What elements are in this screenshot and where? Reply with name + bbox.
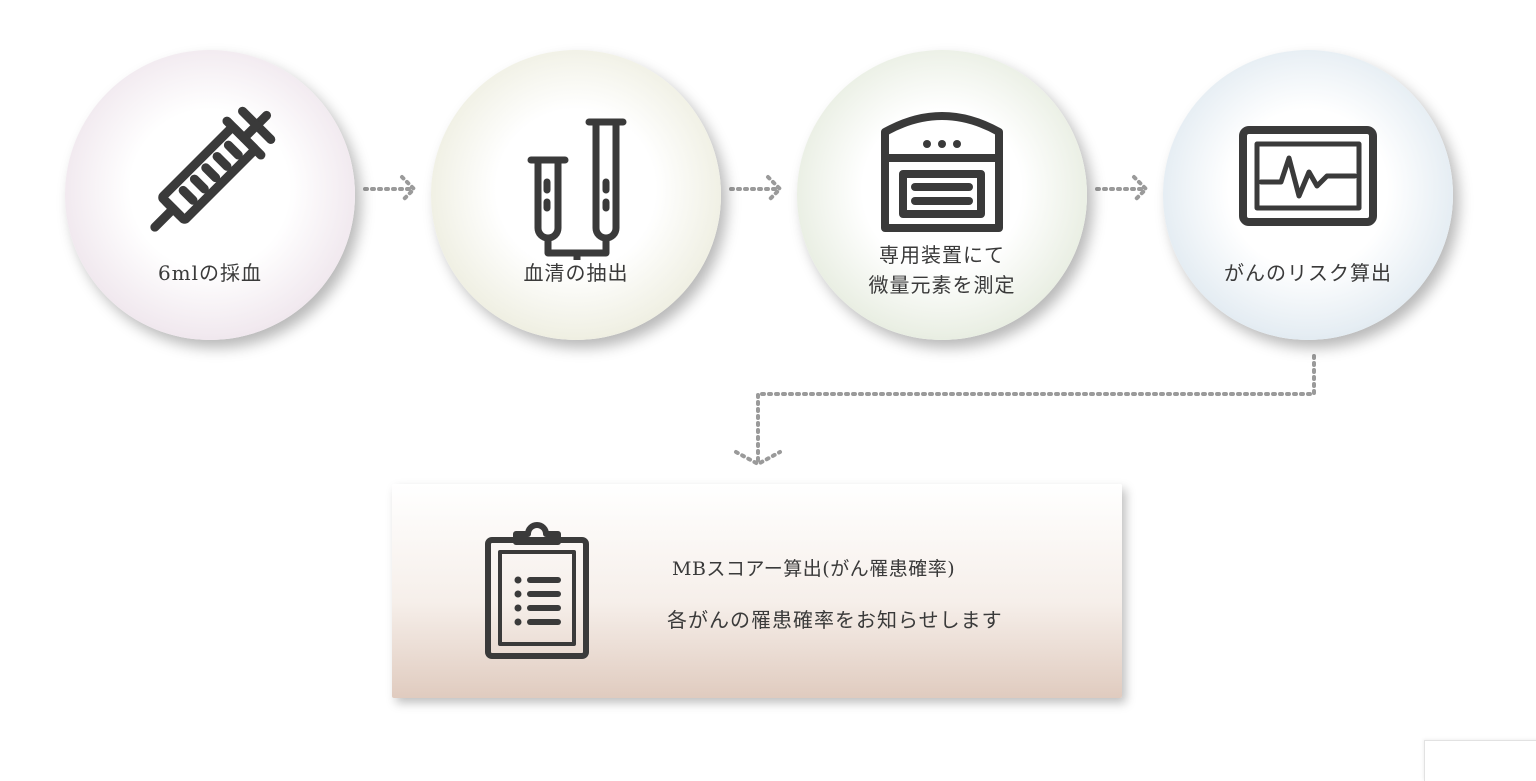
- result-title: MBスコアー算出(がん罹患確率): [672, 558, 956, 580]
- arrow-step2-to-step3: [729, 175, 783, 203]
- step-trace-element-measurement: 専用装置にて 微量元素を測定: [797, 50, 1087, 340]
- arrow-step3-to-step4: [1095, 175, 1149, 203]
- step-label: 血清の抽出: [523, 261, 629, 285]
- result-panel: MBスコアー算出(がん罹患確率) 各がんの罹患確率をお知らせします: [392, 484, 1122, 698]
- step-label: 6mlの採血: [157, 261, 263, 285]
- step-label-line1: 専用装置にて: [879, 243, 1005, 267]
- step-label-line2: 微量元素を測定: [868, 273, 1016, 297]
- step-cancer-risk-calculation: がんのリスク算出: [1163, 50, 1453, 340]
- arrow-step1-to-step2: [363, 175, 417, 203]
- flow-connectors: [363, 175, 1316, 467]
- test-tubes-icon: [527, 118, 627, 260]
- analyzer-device-icon: [881, 112, 1003, 232]
- arrow-step4-to-result: [734, 354, 1316, 467]
- step-serum-extraction: 血清の抽出: [431, 50, 721, 340]
- heart-monitor-icon: [1239, 126, 1377, 226]
- clipboard-icon: [485, 522, 589, 659]
- syringe-icon: [150, 106, 276, 232]
- corner-frame: [1424, 740, 1536, 781]
- result-description: 各がんの罹患確率をお知らせします: [667, 608, 1003, 632]
- step-label: がんのリスク算出: [1224, 261, 1392, 285]
- step-blood-draw: 6mlの採血: [65, 50, 355, 340]
